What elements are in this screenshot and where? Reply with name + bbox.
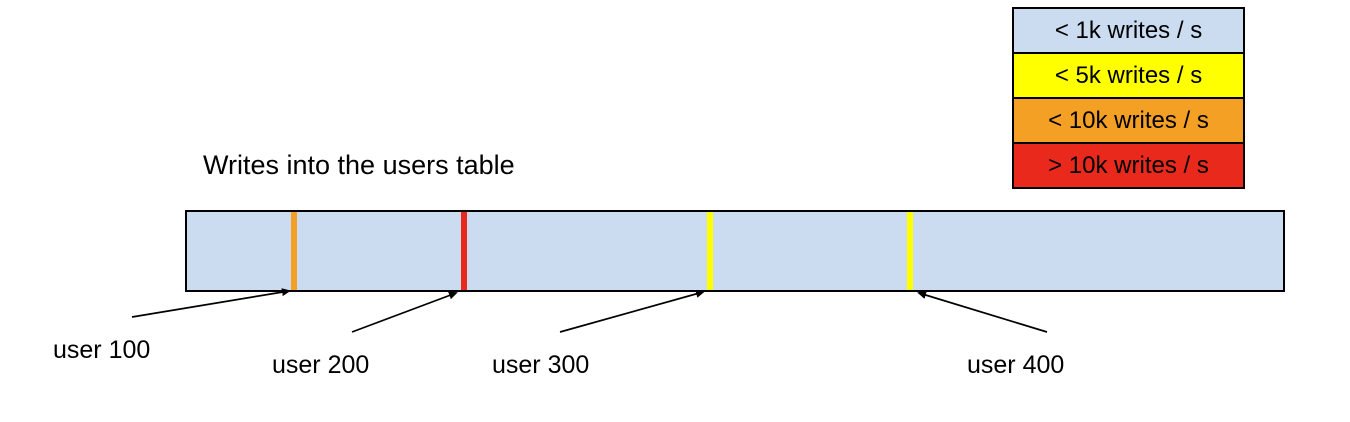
legend: < 1k writes / s < 5k writes / s < 10k writ… [1012,7,1245,189]
write-hotspot-stripe-user-100 [291,212,298,290]
write-hotspot-stripe-user-400 [907,212,914,290]
callout-arrow-user-300 [559,290,705,333]
callout-arrow-user-400 [917,291,1048,333]
user-label-user-300: user 300 [492,351,590,379]
legend-item: < 5k writes / s [1012,52,1245,99]
user-label-user-400: user 400 [967,351,1065,379]
diagram-title: Writes into the users table [203,150,515,180]
legend-item-label: > 10k writes / s [1048,151,1209,179]
write-hotspot-stripe-user-200 [461,212,468,290]
legend-item-label: < 1k writes / s [1054,16,1203,44]
write-hotspot-stripe-user-300 [706,212,713,290]
user-label-user-100: user 100 [53,336,151,364]
users-table-bar [185,210,1285,292]
legend-item: < 10k writes / s [1012,97,1245,144]
legend-item-label: < 10k writes / s [1048,106,1209,134]
legend-item-label: < 5k writes / s [1054,61,1203,89]
callout-arrow-user-200 [351,291,458,333]
user-label-user-200: user 200 [272,351,370,379]
legend-item: > 10k writes / s [1012,142,1245,189]
callout-arrow-user-100 [131,288,291,318]
legend-item: < 1k writes / s [1012,7,1245,54]
